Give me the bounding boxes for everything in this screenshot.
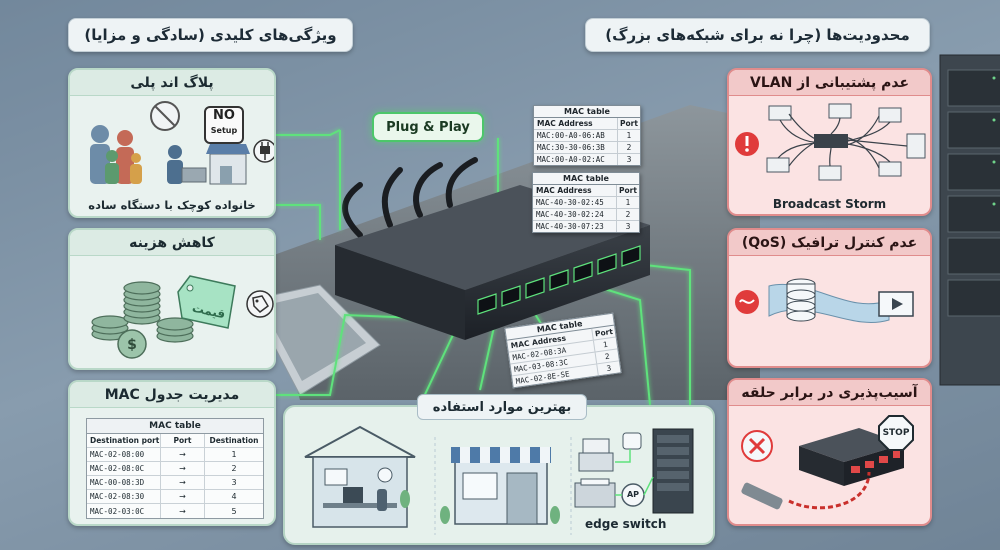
ap-label: AP (626, 490, 640, 499)
mac-table-main: MAC table Destination port Port Destinat… (86, 418, 264, 519)
server-rack (939, 54, 1000, 386)
limitation-card-qos: عدم کنترل ترافیک (QoS) (727, 228, 932, 368)
plug-and-play-label: Plug & Play (372, 112, 484, 142)
limitation-card-vlan: عدم پشتیبانی از VLAN Broadcast Storm (727, 68, 932, 216)
broadcast-storm-illustration (735, 103, 926, 181)
card-title: عدم کنترل ترافیک (QoS) (729, 230, 930, 256)
loop-illustration (741, 415, 914, 510)
no-cable-icon (150, 101, 180, 131)
card-title: کاهش هزینه (70, 230, 274, 256)
dollar-coin-icon: $ (117, 329, 147, 359)
home-office-icon (304, 425, 416, 528)
server-rack-icon (652, 428, 694, 514)
family-illustration (90, 101, 274, 185)
table-row: MAC-02-08:0C → 2 (87, 462, 263, 476)
broadcast-storm-caption: Broadcast Storm (772, 197, 887, 211)
warning-icon (735, 132, 759, 156)
wall-socket-icon (622, 432, 642, 450)
table-row: MAC-02-08:00 → 1 (87, 448, 263, 462)
card-title: پلاگ اند پلی (70, 70, 274, 96)
left-section-title: ویژگی‌های کلیدی (سادگی و مزایا) (68, 18, 353, 52)
stop-sign-text: STOP (882, 428, 910, 438)
video-icon (878, 291, 914, 317)
printer-icon (574, 438, 616, 508)
card-title: آسیب‌پذیری در برابر حلقه (729, 380, 930, 406)
price-tag-icon (246, 290, 274, 318)
svg-text:$: $ (127, 337, 137, 353)
use-cases-panel: بهترین موارد استفاده (283, 394, 715, 545)
table-row: MAC-02-03:0C → 5 (87, 504, 263, 518)
loop-switch (799, 428, 904, 486)
use-cases-title: بهترین موارد استفاده (417, 394, 587, 420)
feature-card-cost-reduction: کاهش هزینه $ قیمت (68, 228, 276, 370)
use-cases-illustration (304, 425, 694, 535)
limitation-card-loop: آسیب‌پذیری در برابر حلقه STOP (727, 378, 932, 526)
edge-switch-label: edge switch (585, 517, 667, 531)
price-tag (177, 275, 236, 329)
mac-table-title: MAC table (87, 419, 263, 434)
error-icon (741, 430, 773, 462)
feature-card-plug-and-play: پلاگ اند پلی (68, 68, 276, 218)
no-setup-badge: NO Setup (204, 106, 244, 144)
card-title: مدیریت جدول MAC (70, 382, 274, 408)
coins-illustration: $ (91, 275, 274, 359)
top-cables (342, 157, 478, 238)
stop-sign-icon (878, 415, 914, 451)
table-row: MAC-00-08:3D → 3 (87, 476, 263, 490)
no-flow-icon (735, 290, 759, 314)
table-row: MAC-02-08:30 → 4 (87, 490, 263, 504)
database-icon (786, 278, 816, 322)
plug-icon (253, 139, 274, 163)
shop-icon (440, 447, 560, 525)
mac-table-header-row: Destination port Port Destination (87, 434, 263, 448)
card-caption: خانواده کوچک با دستگاه ساده (88, 198, 256, 212)
right-section-title: محدودیت‌ها (چرا نه برای شبکه‌های بزرگ) (585, 18, 930, 52)
qos-illustration (735, 278, 914, 323)
card-title: عدم پشتیبانی از VLAN (729, 70, 930, 96)
shop-icon (206, 144, 250, 185)
